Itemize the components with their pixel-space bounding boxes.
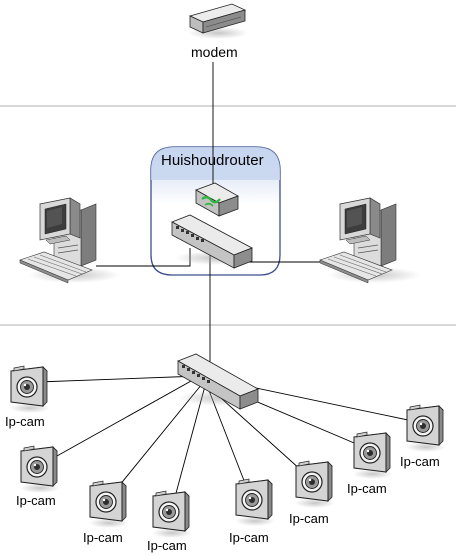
router-group-label: Huishoudrouter bbox=[161, 152, 264, 169]
modem-label: modem bbox=[191, 44, 238, 60]
ip-camera-label-5: Ip-cam bbox=[229, 530, 269, 545]
ip-camera-5 bbox=[234, 478, 276, 527]
ip-camera-3 bbox=[88, 480, 130, 529]
ip-camera-4 bbox=[151, 490, 193, 539]
ip-camera-label-2: Ip-cam bbox=[16, 493, 56, 508]
camera-switch bbox=[177, 353, 266, 410]
ip-camera-7 bbox=[352, 431, 394, 480]
ip-camera-label-6: Ip-cam bbox=[289, 511, 329, 526]
ip-camera-1 bbox=[9, 365, 51, 414]
ip-camera-label-4: Ip-cam bbox=[147, 538, 187, 553]
ip-camera-2 bbox=[19, 445, 61, 494]
ip-camera-8 bbox=[405, 404, 447, 453]
pc-right bbox=[319, 197, 421, 284]
pc-left bbox=[19, 197, 121, 284]
ip-camera-6 bbox=[294, 460, 336, 509]
ip-camera-label-7: Ip-cam bbox=[347, 481, 387, 496]
router-device bbox=[195, 182, 239, 217]
modem-device bbox=[188, 3, 248, 39]
router-switch bbox=[171, 214, 255, 269]
router-group-header bbox=[151, 147, 280, 180]
ip-camera-label-1: Ip-cam bbox=[5, 414, 45, 429]
ip-camera-label-3: Ip-cam bbox=[83, 530, 123, 545]
ip-camera-label-8: Ip-cam bbox=[400, 454, 440, 469]
